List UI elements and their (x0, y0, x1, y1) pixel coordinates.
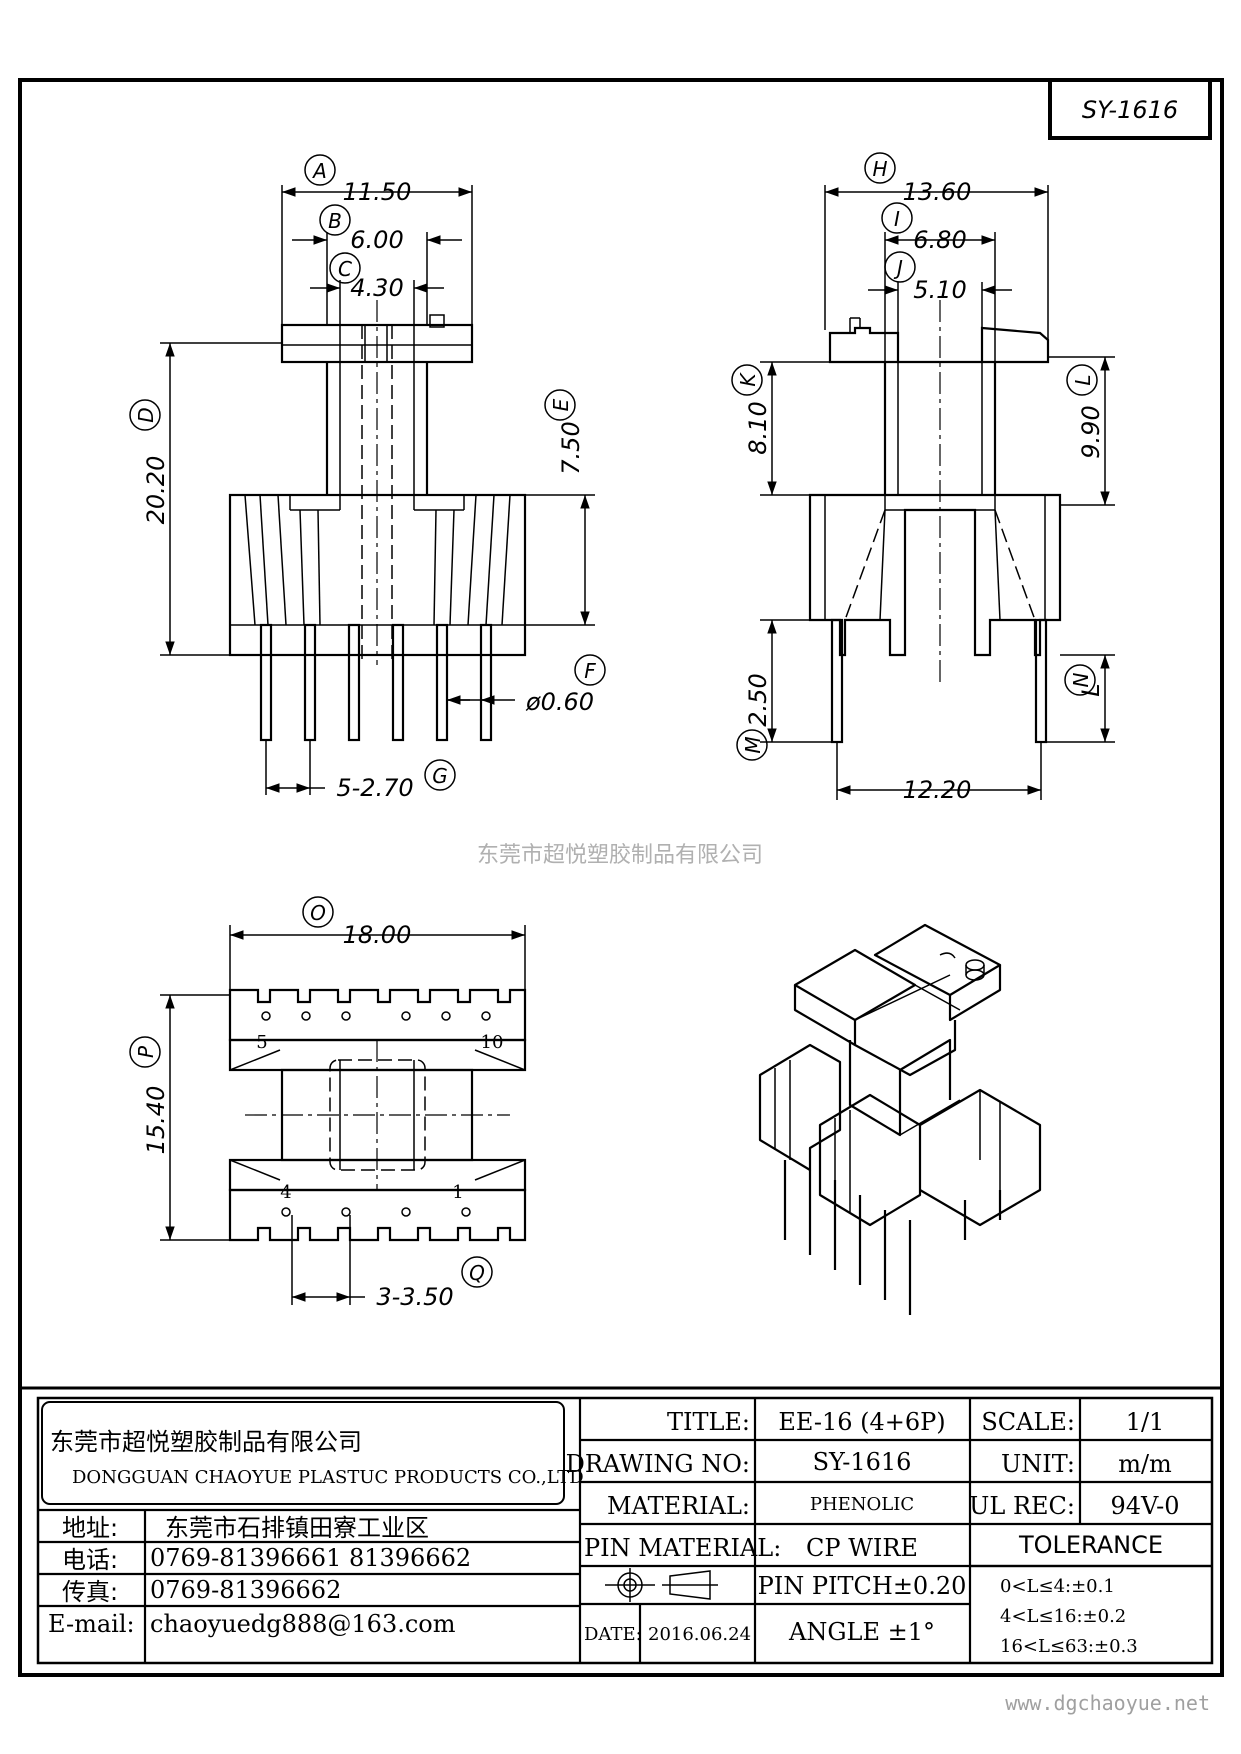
dim-d: 20.20 (142, 456, 170, 525)
title-value: EE-16 (4+6P) (778, 1408, 945, 1436)
projection-symbol-icon (605, 1568, 718, 1602)
tolerance-label: TOLERANCE (1018, 1531, 1163, 1559)
date-label: DATE: (584, 1624, 642, 1645)
bottom-view: 5 10 4 1 (228, 988, 527, 1242)
date-value: 2016.06.24 (648, 1624, 751, 1645)
callout-f: F (584, 659, 596, 683)
callout-d: D (134, 407, 158, 422)
company-name-en: DONGGUAN CHAOYUE PLASTUC PRODUCTS CO.,LT… (72, 1467, 584, 1488)
company-name-cn: 东莞市超悦塑胶制品有限公司 (50, 1428, 362, 1456)
scale-label: SCALE: (981, 1408, 1075, 1436)
callout-e: E (549, 398, 573, 411)
scale-value: 1/1 (1126, 1408, 1165, 1436)
tolerance-1: 0<L≤4:±0.1 (1000, 1576, 1115, 1597)
angle-tolerance: ANGLE ±1° (788, 1618, 935, 1646)
email-value: chaoyuedg888@163.com (150, 1610, 456, 1638)
email-label: E-mail: (48, 1610, 135, 1638)
callout-n: N (1069, 672, 1093, 687)
dim-a: 11.50 (343, 178, 412, 206)
unit-value: m/m (1118, 1450, 1172, 1478)
material-label: MATERIAL: (607, 1492, 750, 1520)
callout-k: K (736, 372, 760, 387)
callout-g: G (432, 764, 448, 788)
dim-e: 7.50 (557, 421, 585, 474)
dim-l: 9.90 (1077, 405, 1105, 458)
fax-label: 传真: (62, 1578, 118, 1606)
side-dimensions: H 13.60 I 6.80 J 5.10 K 8.10 L 9.90 M 2.… (731, 152, 1115, 804)
pin-material-label: PIN MATERIAL: (584, 1534, 781, 1562)
material-value: PHENOLIC (810, 1494, 914, 1515)
pin-label-10: 10 (481, 1032, 504, 1053)
dim-o: 18.00 (343, 921, 412, 949)
pin-pitch: PIN PITCH±0.20 (758, 1572, 967, 1600)
unit-label: UNIT: (1001, 1450, 1075, 1478)
callout-b: B (328, 209, 342, 233)
callout-m: M (741, 736, 765, 753)
front-dimensions: A 11.50 B 6.00 C 4.30 D 20.20 E 7.50 F ø… (129, 154, 606, 802)
callout-l: L (1071, 374, 1095, 385)
drawing-id-box (1048, 78, 1212, 140)
callout-a: A (311, 159, 327, 183)
dim-side-bottom: 12.20 (903, 776, 972, 804)
dim-i: 6.80 (913, 226, 966, 254)
dim-n: L (1077, 683, 1105, 696)
pin-material-value: CP WIRE (806, 1534, 918, 1562)
callout-i: I (894, 207, 900, 231)
drawing-frame (18, 78, 1224, 1677)
dim-b: 6.00 (350, 226, 403, 254)
tolerance-2: 4<L≤16:±0.2 (1000, 1606, 1126, 1627)
dim-g: 5-2.70 (336, 774, 413, 802)
drawing-no-label: DRAWING NO: (566, 1450, 750, 1478)
dim-f: ø0.60 (525, 688, 594, 716)
pin-label-1: 1 (452, 1182, 463, 1203)
tolerance-3: 16<L≤63:±0.3 (1000, 1636, 1138, 1657)
drawing-id: SY-1616 (1082, 96, 1178, 124)
dim-m: 2.50 (744, 673, 772, 726)
callout-q: Q (469, 1261, 485, 1285)
dim-c: 4.30 (350, 274, 403, 302)
address-label: 地址: (62, 1514, 118, 1542)
phone-value: 0769-81396661 81396662 (150, 1544, 471, 1572)
bottom-dimensions: O 18.00 P 15.40 3-3.50 Q (129, 896, 526, 1311)
dim-h: 13.60 (903, 178, 972, 206)
side-view (808, 300, 1062, 744)
dim-p: 15.40 (142, 1086, 170, 1155)
callout-c: C (338, 257, 352, 281)
callout-o: O (310, 901, 326, 925)
callout-p: P (134, 1045, 158, 1058)
callout-h: H (872, 157, 887, 181)
watermark-text: 东莞市超悦塑胶制品有限公司 (477, 843, 763, 868)
ul-value: 94V-0 (1110, 1492, 1179, 1520)
title-block: 东莞市超悦塑胶制品有限公司 DONGGUAN CHAOYUE PLASTUC P… (20, 1386, 1222, 1665)
front-view (228, 300, 527, 742)
pin-label-5: 5 (256, 1032, 267, 1053)
ul-label: UL REC: (969, 1492, 1075, 1520)
dim-q: 3-3.50 (376, 1283, 453, 1311)
phone-label: 电话: (62, 1546, 118, 1574)
drawing-no-value: SY-1616 (813, 1448, 912, 1476)
website-url: www.dgchaoyue.net (1005, 1691, 1210, 1715)
fax-value: 0769-81396662 (150, 1576, 341, 1604)
dim-j: 5.10 (913, 276, 966, 304)
callout-j: J (893, 256, 903, 280)
address-value: 东莞市石排镇田寮工业区 (165, 1514, 429, 1542)
isometric-view (758, 923, 1042, 1315)
dim-k: 8.10 (744, 401, 772, 454)
pin-label-4: 4 (280, 1182, 291, 1203)
title-label: TITLE: (667, 1408, 750, 1436)
